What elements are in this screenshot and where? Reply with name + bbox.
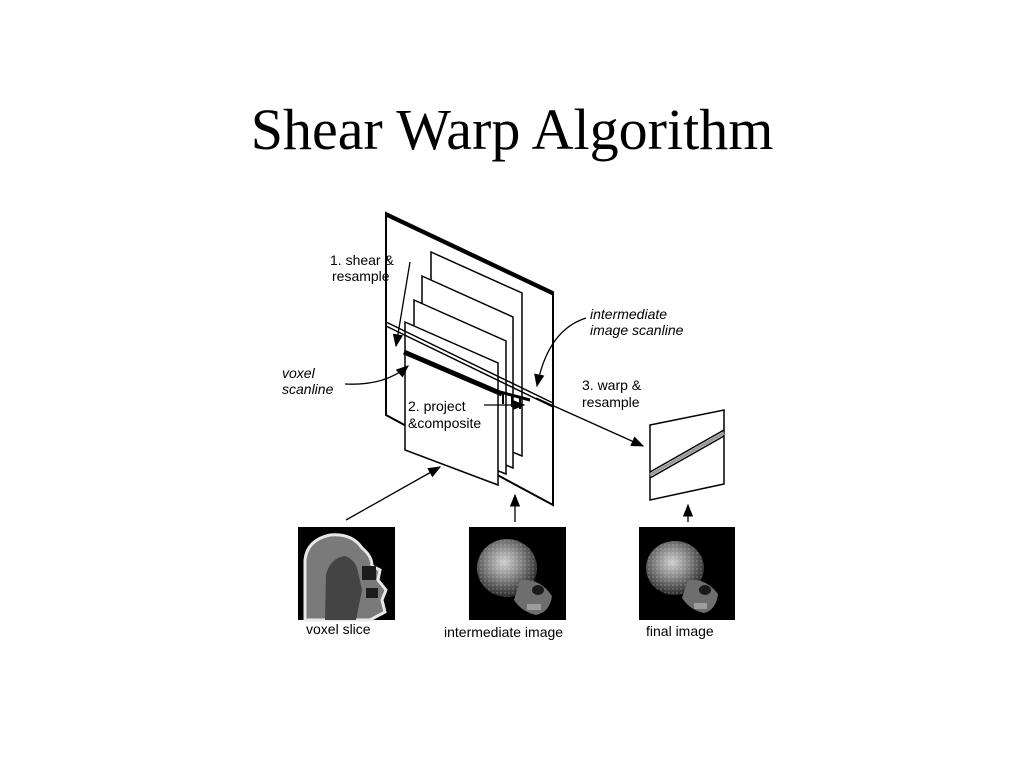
intermediate-image-scanline [385,321,554,404]
intermediate-scanline-label-line2: image scanline [590,322,684,338]
voxel-scanline-label-line2: scanline [282,381,334,397]
final-image-scanline-fill [649,431,725,477]
voxel-scanline [403,349,503,397]
voxel-slice-stack [404,250,523,487]
voxel-scanline-echo [499,390,531,402]
image-plane-top-edge [385,213,554,296]
final-image-caption: final image [646,623,714,639]
intermediate-image-scanline-inner [385,325,554,408]
step1-label-line1: 1. shear & [330,252,394,268]
intermediate-image-caption: intermediate image [444,624,563,640]
shear-resample-arrow [392,261,411,348]
step3-label-line2: resample [582,394,640,410]
step2-label-line1: 2. project [408,398,466,414]
step2-label-line2: &composite [408,415,481,431]
intermediate-image-thumbnail [469,527,566,620]
voxel-scanline-label-line1: voxel [282,365,316,381]
final-image-scanline-inner [649,435,725,479]
step3-label-line1: 3. warp & [582,377,642,393]
slide-title: Shear Warp Algorithm [250,97,774,162]
step1-label-line2: resample [332,268,390,284]
voxel-slice-arrow [345,466,442,521]
voxel-slice-thumbnail [298,527,395,622]
final-image-thumbnail [639,527,735,620]
intermediate-scanline-leader [534,317,587,388]
voxel-scanline-leader [344,365,409,385]
warp-resample-arrow [535,397,645,447]
final-image-scanline [649,429,725,473]
voxel-slice-caption: voxel slice [306,621,371,637]
intermediate-scanline-label-line1: intermediate [590,306,667,322]
